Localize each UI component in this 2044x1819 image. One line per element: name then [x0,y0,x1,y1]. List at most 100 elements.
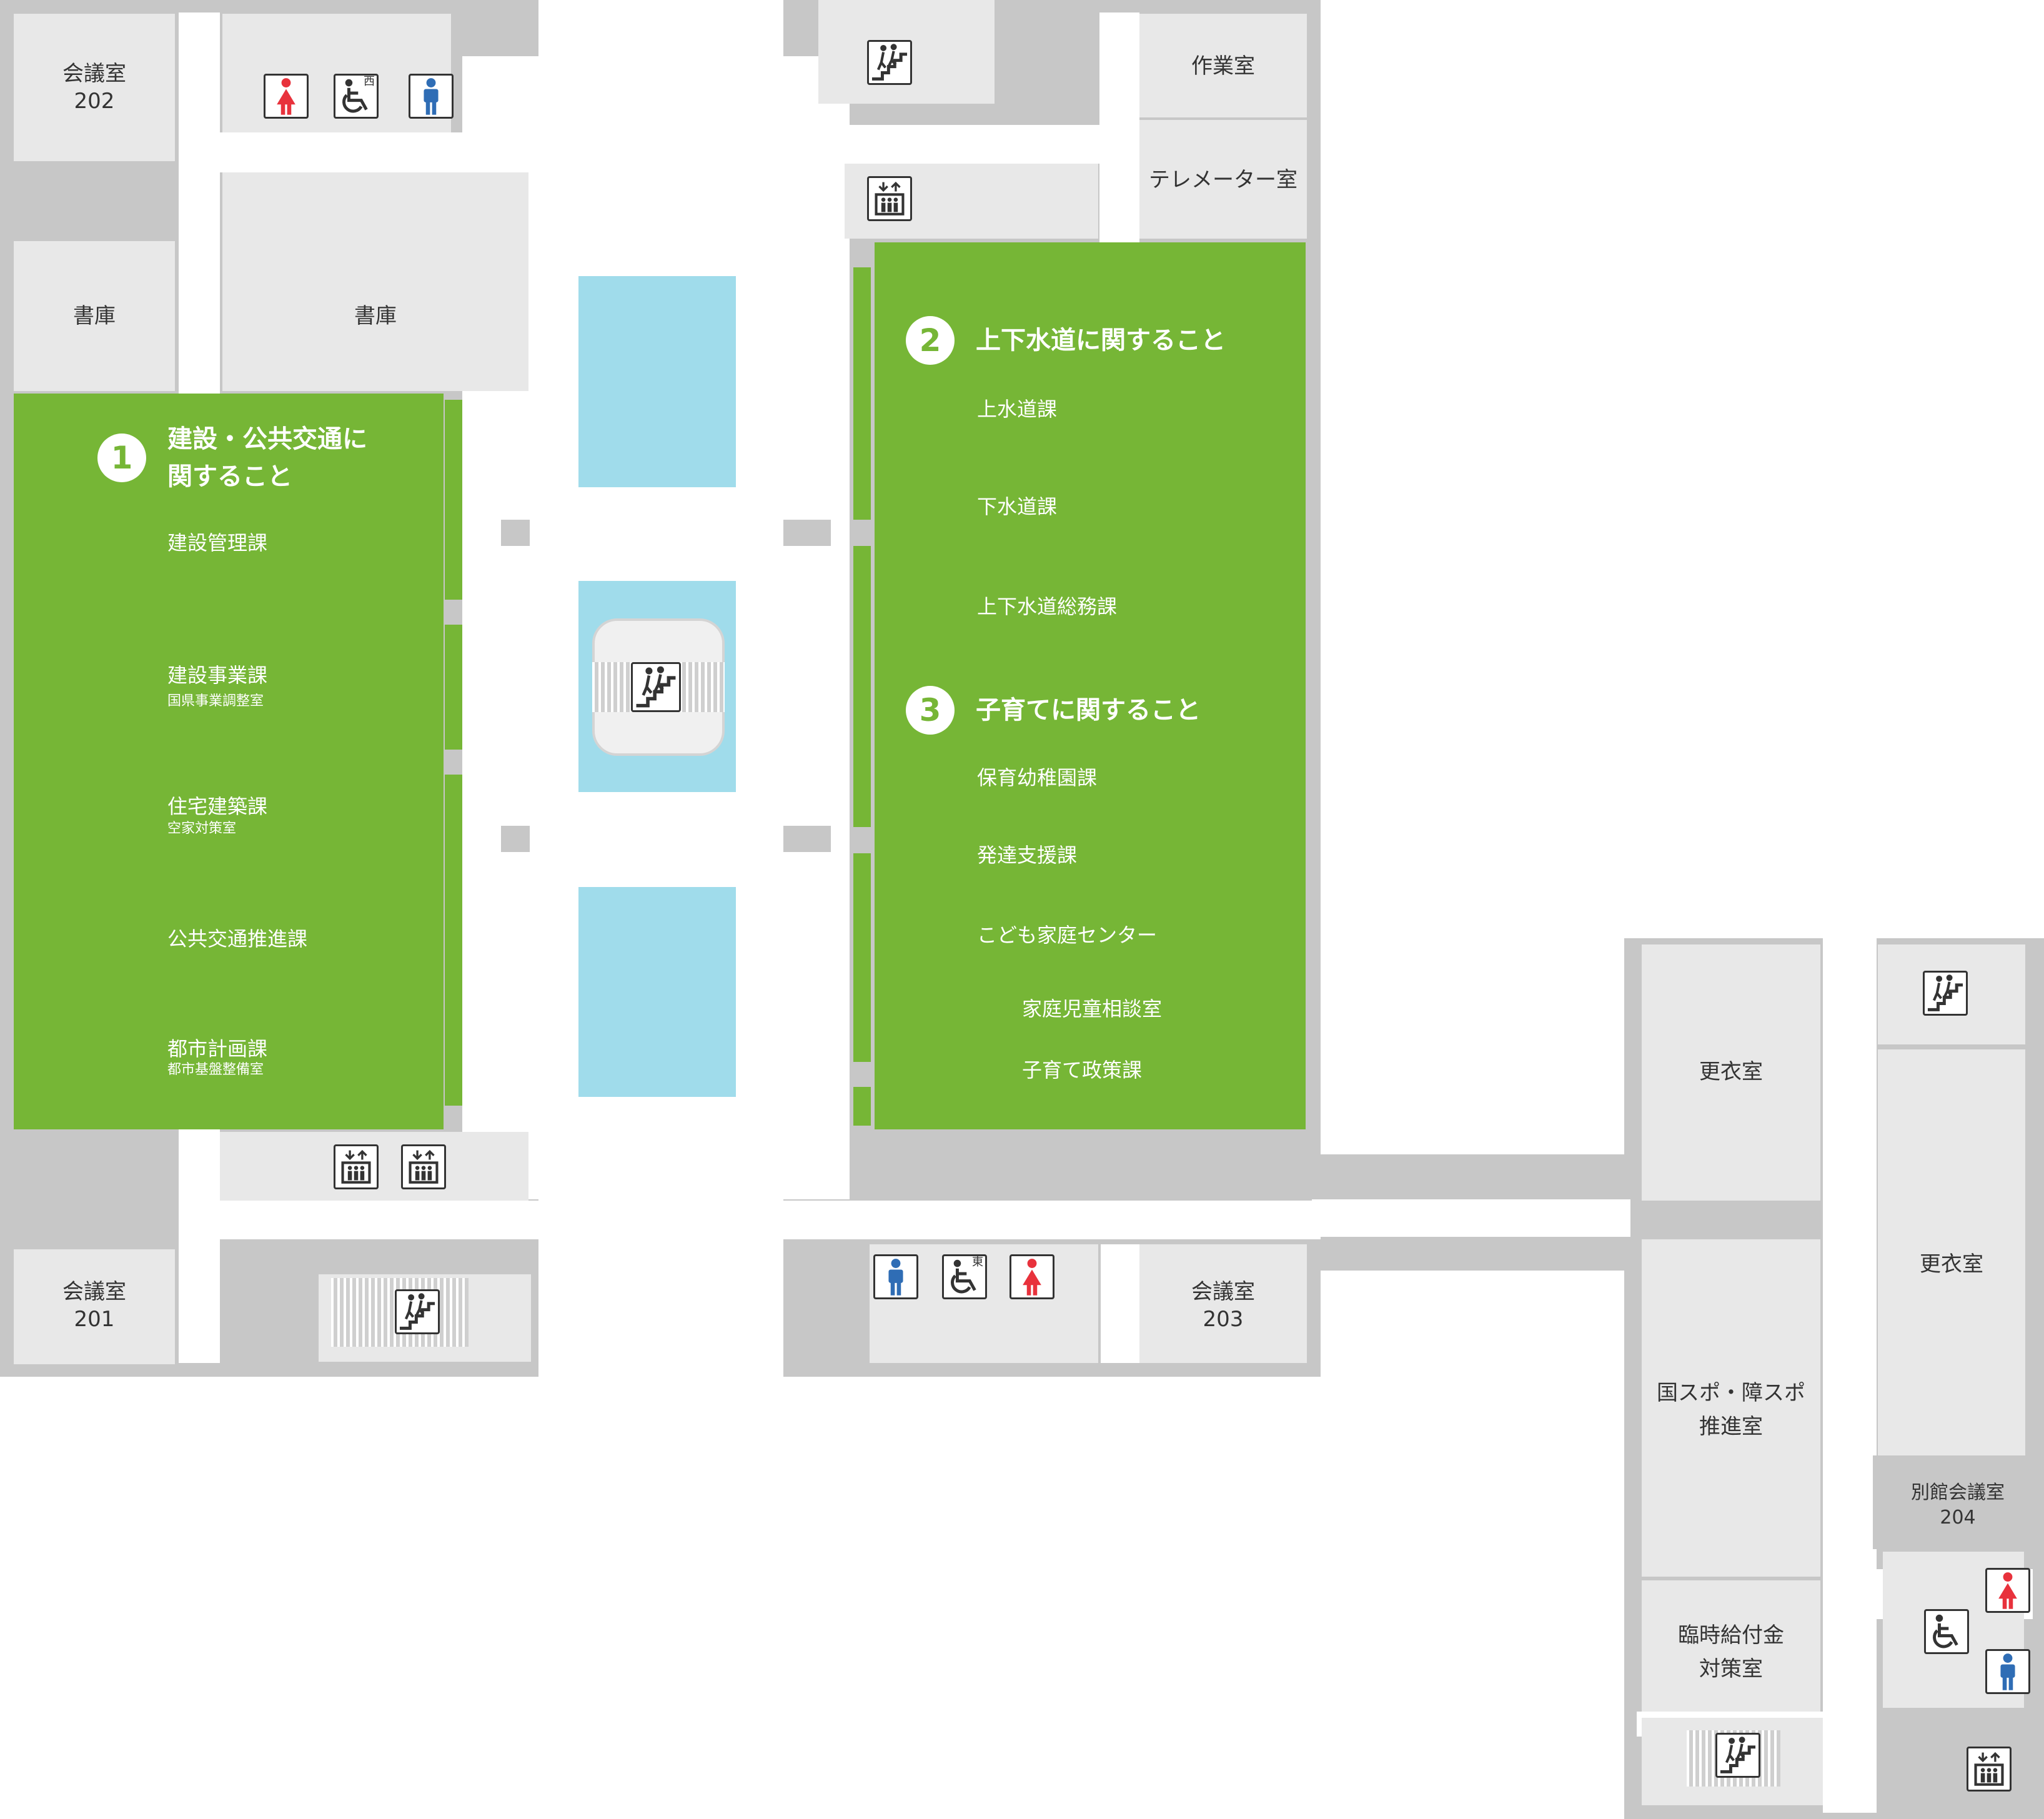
zone-1-title-line-1: 建設・公共交通に [167,425,367,454]
room-name: 会議室 [62,1279,126,1304]
room-202 [14,14,175,161]
room-name-line: 臨時給付金 [1678,1623,1784,1648]
annex-corridor-a [1823,938,1877,1813]
room-204-label: 別館会議室 204 [1873,1480,2043,1530]
atrium-pillar [783,520,831,546]
dept-label: 子育て政策課 [1022,1058,1143,1082]
dept-label: 上下水道総務課 [977,595,1118,618]
room-203 [1139,1244,1307,1363]
room-name-line: 国スポ・障スポ [1657,1380,1805,1405]
work-room [1139,14,1307,117]
zone-2-3-area [875,242,1306,1129]
room-number: 202 [74,89,115,114]
library-2-label: 書庫 [354,304,397,329]
accessible-restroom-icon: 東 [942,1254,987,1299]
dept-label: 都市計画課 [167,1037,268,1061]
atrium-pillar [501,520,530,546]
zone-1-number: 1 [97,434,146,482]
dept-label: こども家庭センター [977,923,1158,947]
sports-room [1642,1239,1820,1577]
male-restroom-icon [1985,1649,2030,1694]
stairs-icon [1715,1733,1760,1778]
room-number: 201 [74,1307,115,1332]
dept-label: 上水道課 [977,397,1058,421]
atrium-pillar [783,826,831,852]
zone-1-area [14,394,444,1129]
female-restroom-icon [1985,1568,2030,1613]
sub-office-label: 国県事業調整室 [167,693,264,709]
dept-label: 保育幼稚園課 [977,766,1098,790]
north-bridge [538,0,783,62]
room-name-line: 推進室 [1699,1414,1763,1439]
zone-2-number: 2 [906,316,955,365]
room-201-label: 会議室 201 [14,1278,175,1333]
sub-office-label: 都市基盤整備室 [167,1062,264,1078]
elevator-icon [334,1144,379,1189]
accessible-restroom-icon: 西 [334,74,379,119]
accessible-restroom-icon [1924,1609,1969,1654]
atrium-pillar [501,826,530,852]
room-name: 会議室 [1191,1279,1255,1304]
room-number: 204 [1940,1507,1976,1529]
east-lower-corridor [1101,1244,1139,1363]
stairs-icon [1923,971,1968,1016]
south-bridge [538,1314,783,1377]
zone-1-edge [445,400,462,600]
atrium-pool-south [578,887,736,1097]
room-number: 203 [1203,1307,1244,1332]
accessible-east-tag: 東 [972,1256,983,1269]
room-204 [1873,1455,2043,1549]
south-corridor [462,1201,1321,1239]
dept-label: 建設事業課 [167,663,268,687]
room-name: 会議室 [62,61,126,86]
dept-label: 公共交通推進課 [167,927,308,951]
dept-label: 家庭児童相談室 [1022,997,1163,1021]
changing-room-1-label: 更衣室 [1699,1059,1763,1084]
zone-1-edge [445,625,462,750]
zone-2-edge [853,546,871,827]
stairs-icon [395,1289,440,1334]
elevator-icon [1967,1747,2012,1792]
telemeter-room [1139,120,1307,239]
library-1-label: 書庫 [73,304,116,329]
connector-corridor [1312,1199,1630,1237]
zone-3-number: 3 [906,686,955,735]
room-name: 別館会議室 [1911,1482,2005,1504]
room-name-line: 対策室 [1699,1657,1763,1682]
library-room-2 [222,241,528,391]
male-restroom-icon [873,1254,918,1299]
work-room-label: 作業室 [1191,54,1255,79]
library-room-1 [14,241,175,391]
accessible-west-tag: 西 [364,75,375,88]
dept-label: 住宅建築課 [167,795,268,818]
room-202-label: 会議室 202 [14,60,175,115]
zone-2-edge [853,267,871,520]
male-restroom-icon [409,74,454,119]
zone-1-title-line-2: 関すること [167,462,292,491]
benefit-room [1642,1580,1820,1712]
elevator-icon [867,176,912,221]
female-restroom-icon [264,74,309,119]
room-202-annex [222,172,528,241]
elevator-icon [401,1144,446,1189]
room-203-label: 会議室 203 [1139,1278,1307,1333]
zone-3-title: 子育てに関すること [976,696,1201,725]
sports-room-label: 国スポ・障スポ 推進室 [1642,1379,1820,1440]
dept-label: 発達支援課 [977,843,1078,867]
east-vertical-corridor [1099,12,1139,244]
stairs-icon [867,40,912,85]
female-restroom-icon [1010,1254,1054,1299]
zone-2-edge [853,1087,871,1126]
dept-label: 下水道課 [977,495,1058,518]
dept-label: 建設管理課 [167,531,268,555]
stairs-icon [631,662,681,712]
changing-room-2 [1878,1049,2025,1455]
zone-1-edge [445,775,462,1106]
telemeter-room-label: テレメーター室 [1149,167,1297,192]
